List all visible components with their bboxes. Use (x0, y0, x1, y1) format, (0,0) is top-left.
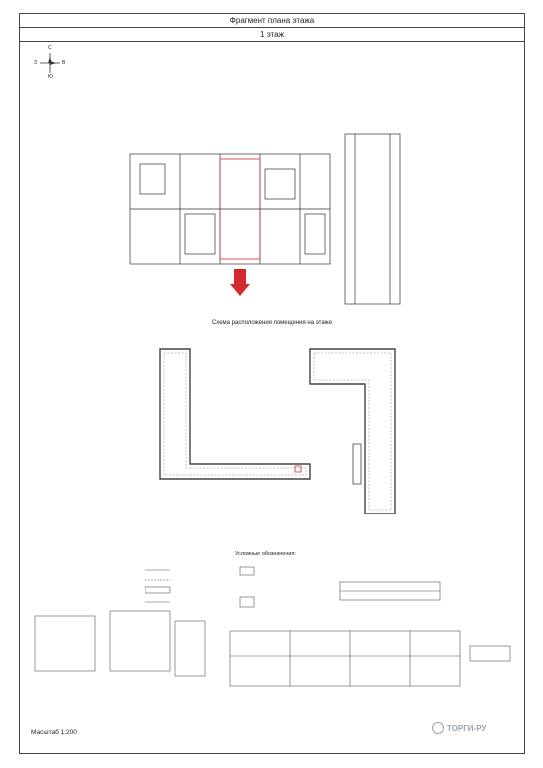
scale-label: Масштаб 1:200 (31, 729, 77, 736)
building-scheme (159, 348, 396, 514)
floor-plan-fragment (129, 133, 401, 305)
page-title: Фрагмент плана этажа (20, 14, 524, 28)
watermark: ТОРГИ-РУ (432, 722, 486, 734)
additional-plans-strip (34, 610, 511, 687)
watermark-logo-icon (432, 722, 444, 734)
compass-e: В (62, 60, 66, 66)
compass-n: С (48, 45, 52, 51)
legend-title: Условные обозначения: (235, 551, 296, 557)
legend-block (145, 566, 441, 608)
compass-w: З (34, 60, 38, 66)
scheme-title: Схема расположения помещения на этаже (211, 320, 333, 326)
compass-icon: С Ю З В (34, 45, 66, 80)
watermark-text: ТОРГИ-РУ (447, 723, 487, 733)
drawing-sheet: Фрагмент плана этажа 1 этаж С Ю З В (19, 13, 525, 754)
compass-s: Ю (48, 74, 54, 80)
floor-label: 1 этаж (20, 28, 524, 42)
